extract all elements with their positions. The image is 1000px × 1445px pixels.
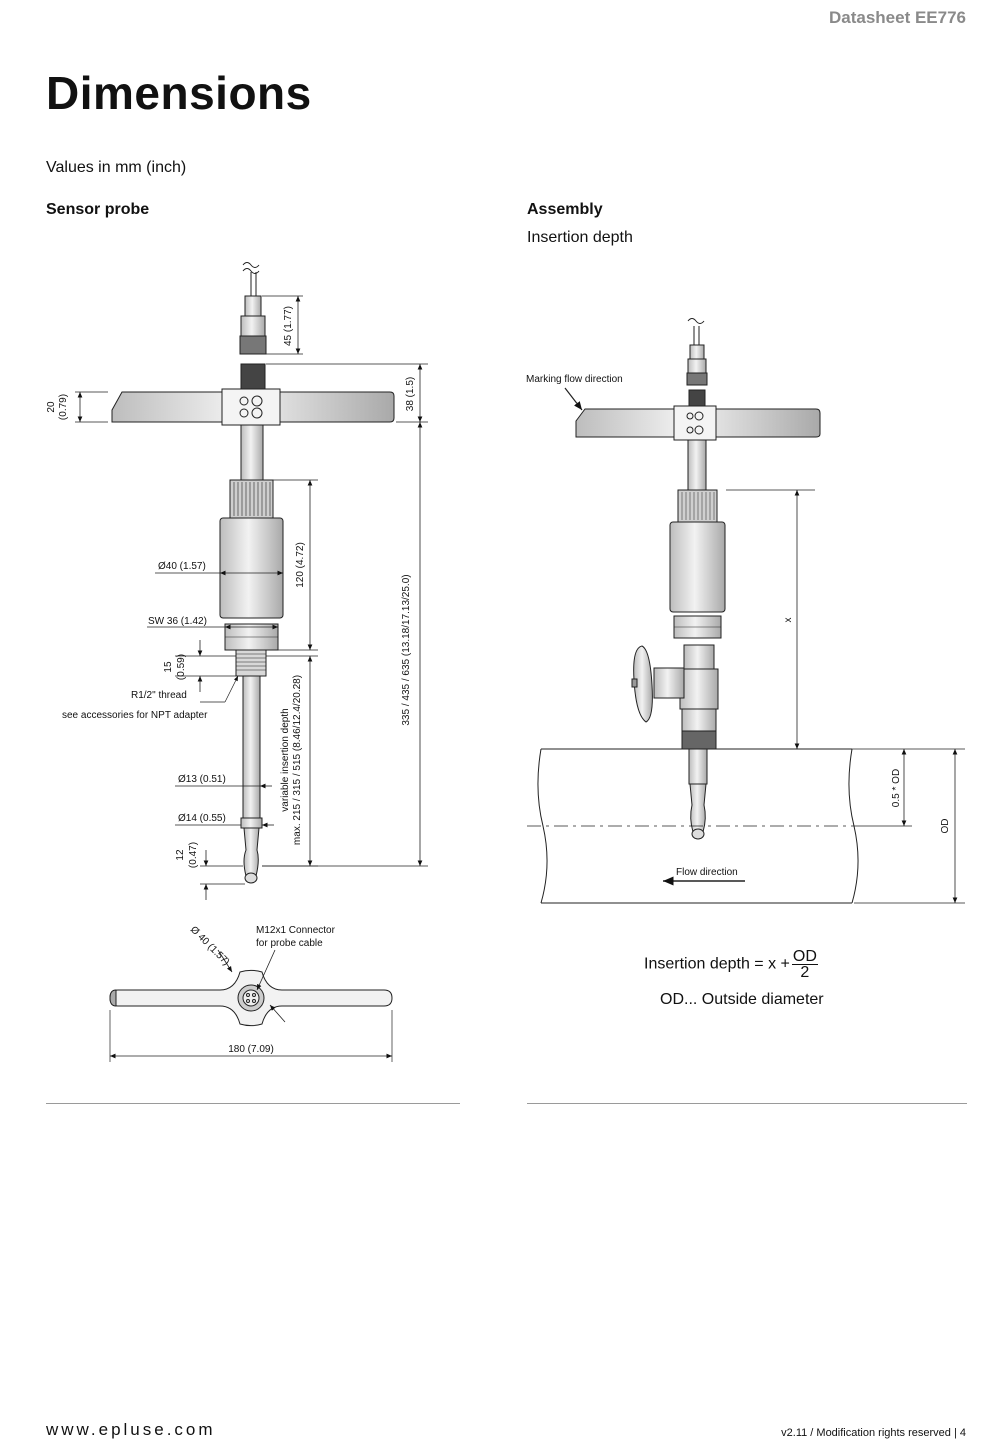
formula-numerator: OD: [791, 948, 818, 965]
page-title: Dimensions: [46, 67, 312, 119]
sw-36-label: SW 36 (1.42): [148, 616, 207, 627]
dim-20-inch-label: (0.79): [58, 394, 69, 420]
flow-direction-label: Flow direction: [676, 867, 738, 878]
od-definition: OD... Outside diameter: [660, 991, 824, 1008]
dim-15-inch-label: (0.59): [176, 654, 187, 680]
total-length-label: 335 / 435 / 635 (13.18/17.13/25.0): [401, 574, 412, 725]
width-180-label: 180 (7.09): [228, 1044, 274, 1055]
dia-13-label: Ø13 (0.51): [178, 774, 226, 785]
insertion-depth-label-2: max. 215 / 315 / 515 (8.46/12.4/20.28): [292, 675, 303, 845]
od-label: OD: [940, 819, 951, 834]
npt-adapter-note: see accessories for NPT adapter: [62, 710, 208, 721]
thread-label: R1/2" thread: [131, 690, 187, 701]
assembly-drawing: Marking flow direction x 0.5 * OD OD Flo…: [526, 318, 965, 904]
version-note: v2.11 / Modification rights reserved | 4: [781, 1427, 966, 1439]
dia-14-label: Ø14 (0.55): [178, 813, 226, 824]
formula-denominator: 2: [800, 964, 810, 981]
website-link[interactable]: www.epluse.com: [46, 1420, 216, 1439]
sensor-probe-drawing: 45 (1.77) 38 (1.5) 20 (0.79) Ø40 (1.57) …: [46, 262, 428, 1062]
sensor-probe-heading: Sensor probe: [46, 201, 150, 218]
units-note: Values in mm (inch): [46, 159, 187, 176]
dim-45-label: 45 (1.77): [283, 306, 294, 346]
insertion-depth-subheading: Insertion depth: [527, 229, 633, 246]
dia-40-label: Ø40 (1.57): [158, 561, 206, 572]
assembly-heading: Assembly: [527, 201, 603, 218]
dim-38-label: 38 (1.5): [405, 377, 416, 411]
dim-12-inch-label: (0.47): [188, 842, 199, 868]
marking-flow-label: Marking flow direction: [526, 374, 623, 385]
dim-x-label: x: [783, 618, 794, 623]
dia-40-top-label: Ø 40 (1.57): [188, 924, 232, 968]
dim-15-label: 15: [163, 661, 174, 673]
dim-12-label: 12: [175, 849, 186, 861]
right-divider: [527, 1103, 967, 1104]
half-od-label: 0.5 * OD: [891, 769, 902, 807]
insertion-depth-label-1: variable insertion depth: [280, 708, 291, 811]
connector-label-1: M12x1 Connector: [256, 925, 336, 936]
left-divider: [46, 1103, 460, 1104]
dim-20-label: 20: [46, 401, 57, 413]
connector-label-2: for probe cable: [256, 938, 323, 949]
dim-120-label: 120 (4.72): [295, 542, 306, 588]
datasheet-title: Datasheet EE776: [828, 8, 966, 27]
formula-left: Insertion depth = x +: [644, 955, 790, 973]
